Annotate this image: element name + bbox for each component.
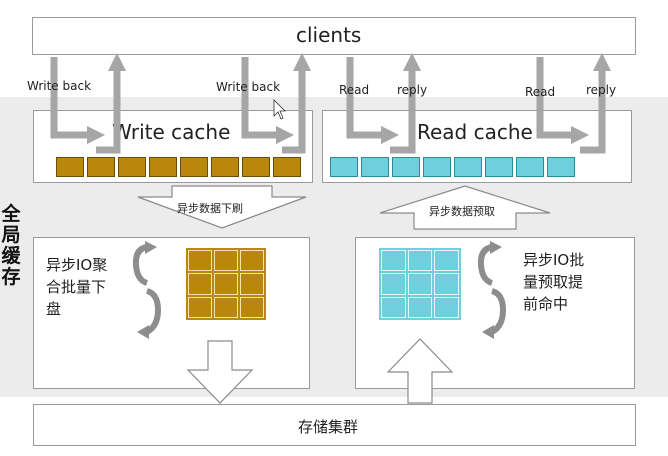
grid-cell: [381, 273, 406, 295]
cache-cell: [87, 157, 115, 177]
cache-cell: [454, 157, 482, 177]
read-cycle-arrowhead-1: [490, 241, 502, 254]
cache-cell: [211, 157, 239, 177]
grid-cell: [214, 296, 238, 318]
write-cycle-icon: [132, 244, 162, 335]
grid-cell: [381, 296, 406, 318]
clients-box: [32, 17, 636, 55]
grid-cell: [434, 296, 459, 318]
cache-cell: [547, 157, 575, 177]
grid-cell: [240, 273, 264, 295]
grid-cell: [407, 273, 433, 295]
write-module-text-1: 异步IO聚: [46, 256, 108, 274]
cache-cell: [485, 157, 513, 177]
cache-cell: [423, 157, 451, 177]
read-cache-cells: [330, 157, 575, 177]
global-cache-char: 存: [1, 266, 21, 288]
cache-cell: [361, 157, 389, 177]
read-cycle-arrowhead-2: [482, 325, 494, 339]
reply-left-label: reply: [397, 83, 428, 97]
grid-cell: [188, 250, 212, 272]
grid-cell: [434, 250, 459, 272]
grid-cell: [240, 296, 264, 318]
cache-cell: [330, 157, 358, 177]
write-data-grid: [186, 248, 266, 320]
storage-cluster-label: 存储集群: [298, 418, 359, 436]
global-cache-char: 缓: [1, 245, 21, 267]
mouse-cursor-icon: [273, 99, 286, 120]
read-data-grid: [379, 248, 461, 320]
read-cache-title: Read cache: [417, 120, 533, 144]
read-module-text-1: 异步IO批: [523, 251, 585, 269]
grid-cell: [214, 273, 238, 295]
async-prefetch-label: 异步数据预取: [429, 205, 495, 218]
read-module-text-3: 前命中: [523, 295, 569, 313]
cache-cell: [56, 157, 84, 177]
cache-cell: [516, 157, 544, 177]
grid-cell: [434, 273, 459, 295]
write-to-storage-arrow: [186, 340, 254, 404]
write-back-left-label: Write back: [27, 79, 92, 93]
async-prefetch-arrow-shape: [379, 185, 551, 230]
grid-cell: [381, 250, 406, 272]
reply-right-label: reply: [586, 83, 617, 97]
storage-cluster-box: [33, 404, 636, 446]
write-back-left-arrow: [50, 52, 127, 154]
grid-cell: [240, 250, 264, 272]
grid-cell: [214, 250, 238, 272]
read-cycle-icon: [477, 244, 507, 335]
write-back-right-arrow: [241, 52, 312, 154]
cache-cell: [273, 157, 301, 177]
read-reply-left-arrow: [346, 52, 422, 154]
cache-cell: [118, 157, 146, 177]
storage-to-read-arrow: [386, 338, 454, 404]
async-flush-label: 异步数据下刷: [177, 202, 243, 215]
write-cache-title: Write cache: [112, 120, 231, 144]
async-flush-arrow: [137, 185, 307, 229]
cache-cell: [242, 157, 270, 177]
global-cache-char: 局: [1, 224, 21, 246]
write-module-text-2: 合批量下: [46, 278, 107, 296]
read-module-text-2: 量预取提: [523, 273, 584, 291]
grid-cell: [407, 250, 433, 272]
write-cycle-arrowhead-2: [137, 325, 149, 339]
write-module-text-3: 盘: [46, 300, 62, 318]
read-right-label: Read: [525, 85, 556, 99]
write-back-right-label: Write back: [216, 80, 281, 94]
write-cache-cells: [56, 157, 301, 177]
clients-label: clients: [296, 23, 362, 47]
write-cycle-arrowhead-1: [145, 241, 157, 254]
grid-cell: [188, 296, 212, 318]
grid-cell: [407, 296, 433, 318]
global-cache-title: 全 局 缓 存: [1, 204, 21, 288]
cache-cell: [392, 157, 420, 177]
read-left-label: Read: [339, 83, 370, 97]
cache-cell: [180, 157, 208, 177]
read-reply-right-arrow: [536, 52, 612, 154]
cache-cell: [149, 157, 177, 177]
grid-cell: [188, 273, 212, 295]
global-cache-char: 全: [1, 203, 21, 225]
